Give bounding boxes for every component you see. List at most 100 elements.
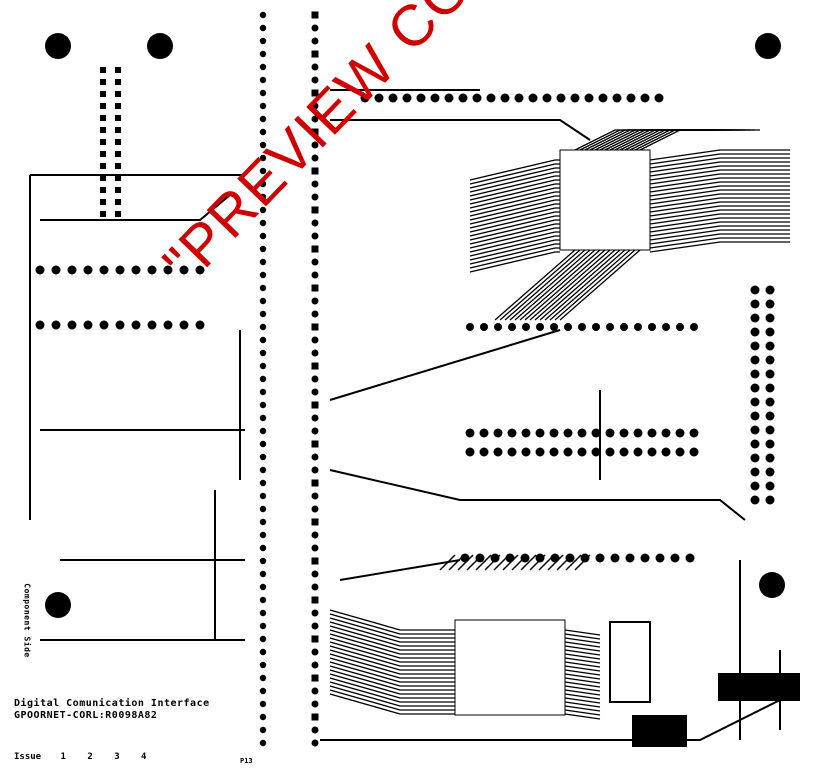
trace [649, 229, 790, 241]
trace [564, 629, 601, 636]
trace [329, 637, 455, 659]
pad [115, 103, 121, 109]
pad [100, 91, 106, 97]
pad [259, 609, 267, 617]
trace [469, 219, 560, 241]
pad [115, 163, 121, 169]
pad [750, 341, 760, 351]
pad [577, 447, 587, 457]
pad [259, 102, 267, 110]
pad [610, 553, 620, 563]
trace [519, 249, 601, 321]
pad [259, 154, 267, 162]
pad [259, 284, 267, 292]
pad [100, 127, 106, 133]
pad [115, 175, 121, 181]
pad [535, 553, 545, 563]
pad [259, 466, 267, 474]
pad [494, 323, 502, 331]
pad [259, 557, 267, 565]
trace [329, 649, 455, 671]
pad [131, 320, 141, 330]
pad [521, 428, 531, 438]
trace [320, 699, 781, 741]
pad [765, 355, 775, 365]
pad [259, 427, 267, 435]
trace [564, 713, 601, 720]
pad [550, 323, 558, 331]
pad [311, 622, 319, 630]
pad [100, 151, 106, 157]
pad [259, 206, 267, 214]
pad [311, 349, 319, 357]
pad [311, 453, 319, 461]
mounting-holes [45, 33, 785, 618]
pad [259, 76, 267, 84]
pad [640, 93, 650, 103]
pad [750, 481, 760, 491]
pad [259, 648, 267, 656]
trace [564, 697, 601, 704]
pad [765, 425, 775, 435]
pad [259, 167, 267, 175]
trace [329, 625, 455, 647]
pad [259, 661, 267, 669]
trace [649, 189, 790, 201]
issue-number: 2 [87, 752, 93, 762]
trace [329, 621, 455, 643]
pad [259, 583, 267, 591]
pad [311, 414, 319, 422]
pad [661, 447, 671, 457]
pad [35, 320, 45, 330]
pad [311, 674, 319, 682]
pad [765, 397, 775, 407]
trace [469, 223, 560, 245]
pad [259, 674, 267, 682]
trace [469, 203, 560, 225]
trace [469, 167, 560, 189]
component-outline [609, 621, 651, 703]
trace [40, 194, 231, 221]
pad [311, 648, 319, 656]
trace [534, 249, 616, 321]
pad [508, 323, 516, 331]
corner-reference: P13 [240, 757, 253, 765]
pad [115, 199, 121, 205]
pad [505, 553, 515, 563]
pad [685, 553, 695, 563]
pad [311, 336, 319, 344]
pad [259, 336, 267, 344]
trace [469, 251, 560, 273]
pad [311, 284, 319, 292]
trace [329, 657, 455, 679]
trace [329, 641, 455, 663]
pad [259, 401, 267, 409]
pad [311, 505, 319, 513]
pad [633, 428, 643, 438]
trace [649, 201, 790, 213]
pad [675, 428, 685, 438]
trace [649, 221, 790, 233]
pad [570, 93, 580, 103]
pad [563, 428, 573, 438]
pad [311, 258, 319, 266]
pad [259, 596, 267, 604]
pad [259, 531, 267, 539]
pad [259, 544, 267, 552]
pad [458, 93, 468, 103]
pad [765, 341, 775, 351]
pad [591, 447, 601, 457]
pad [100, 175, 106, 181]
trace [649, 233, 790, 245]
pad [259, 479, 267, 487]
pad [591, 428, 601, 438]
pad [311, 427, 319, 435]
board-title-line-2: GPOORNET-CORL:R0098A82 [14, 710, 158, 721]
pad [595, 553, 605, 563]
trace [520, 554, 537, 571]
trace [499, 249, 581, 321]
pad [147, 320, 157, 330]
pad [311, 401, 319, 409]
trace [564, 669, 601, 676]
pad [259, 258, 267, 266]
